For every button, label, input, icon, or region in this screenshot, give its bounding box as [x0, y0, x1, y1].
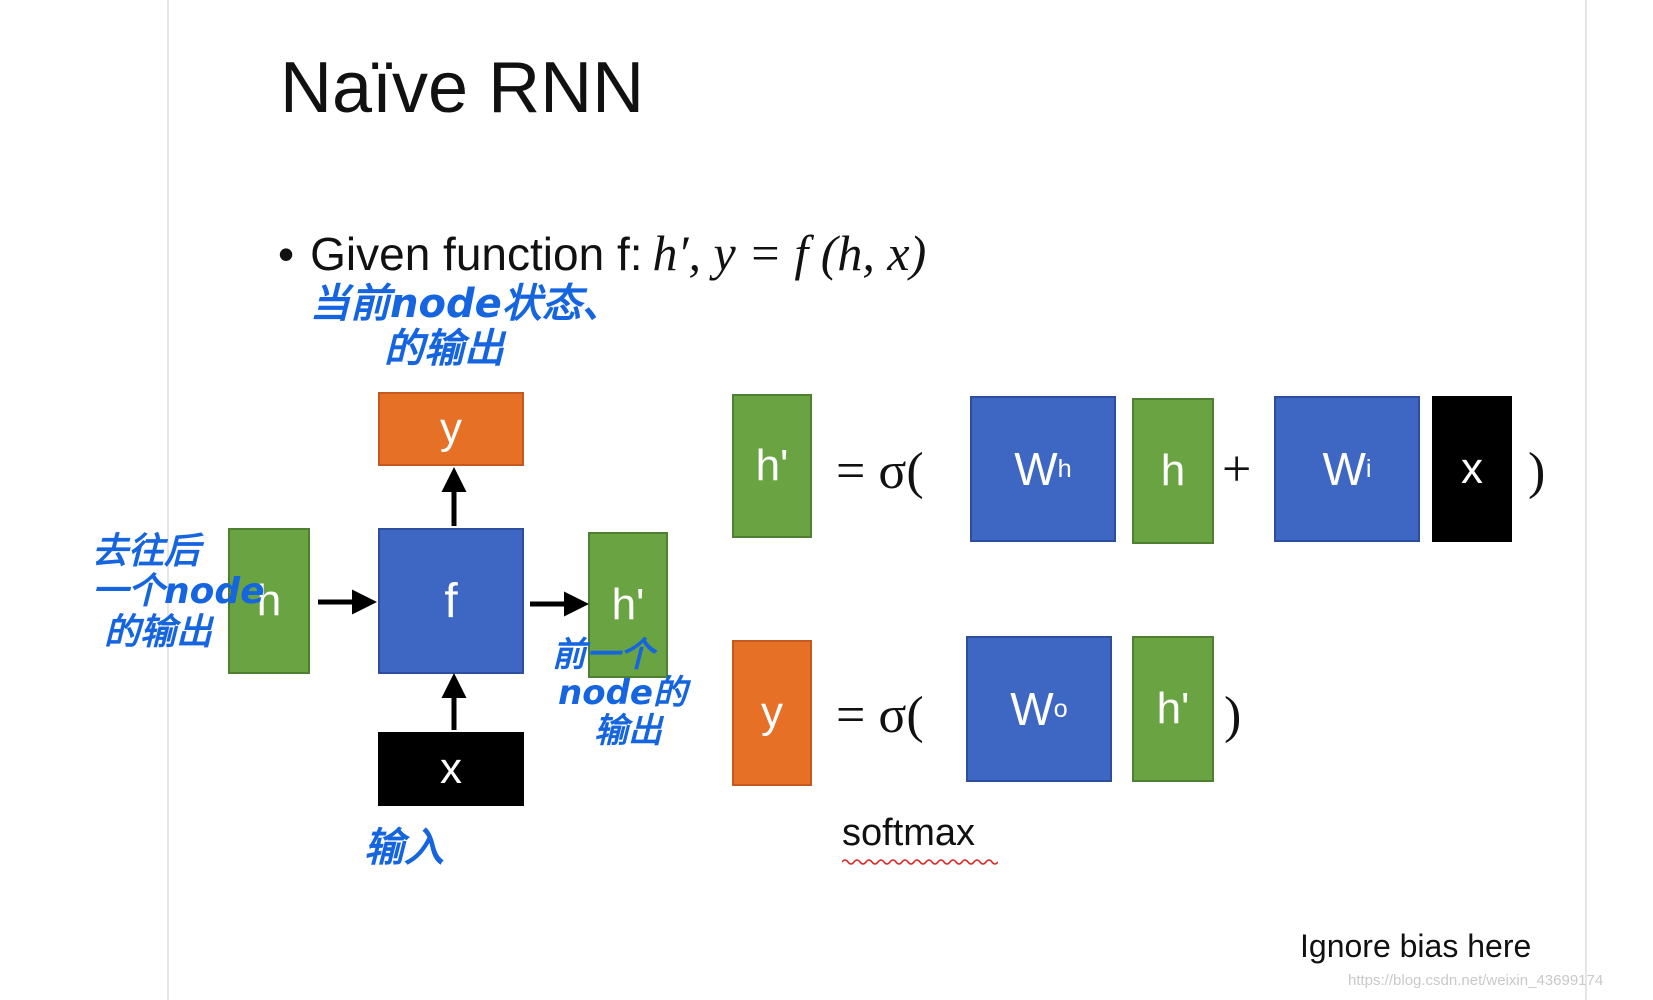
slide-right-edge — [1585, 0, 1587, 1000]
eq2-y-block: y — [732, 640, 812, 786]
annotation-to-next-node-line2: 一个node — [92, 571, 265, 613]
eq2-wo-base: W — [1010, 683, 1054, 735]
output-h-prime-label: h' — [611, 580, 645, 629]
annotation-input: 输入 — [364, 825, 444, 871]
ignore-bias-note: Ignore bias here — [1300, 928, 1532, 964]
input-x-block: x — [378, 732, 524, 806]
output-y-label: y — [440, 404, 462, 453]
eq1-plus: + — [1222, 441, 1252, 498]
eq1-h-block: h — [1132, 398, 1214, 544]
eq1-h-prime-label: h' — [755, 441, 789, 490]
eq1-wi-sup: i — [1365, 454, 1372, 483]
eq1-h-label: h — [1160, 446, 1186, 495]
function-f-block: f — [378, 528, 524, 674]
spellcheck-squiggle — [842, 859, 998, 865]
slide-left-edge — [167, 0, 169, 1000]
softmax-label: softmax — [842, 812, 976, 854]
eq2-h-prime-label: h' — [1156, 684, 1190, 733]
eq1-wi-base: W — [1322, 443, 1366, 495]
eq1-h-prime-block: h' — [732, 394, 812, 538]
eq1-equals-sigma: = σ( — [836, 443, 924, 500]
output-y-block: y — [378, 392, 524, 466]
eq1-x-label: x — [1461, 444, 1483, 493]
eq1-wh-base: W — [1014, 443, 1058, 495]
eq1-close-paren: ) — [1528, 443, 1546, 500]
annotation-prev-node-output-line1: 前一个 — [552, 635, 654, 675]
input-h-label: h — [256, 576, 282, 625]
annotation-current-output-line2: 的输出 — [384, 325, 504, 372]
bullet-given-function: • Given function f:h′, y = f (h, x) — [278, 228, 926, 278]
annotation-to-next-node-line1: 去往后 — [92, 531, 201, 572]
eq1-wh-sup: h — [1057, 454, 1072, 483]
output-h-prime-block: h' — [588, 532, 668, 678]
input-x-label: x — [440, 744, 462, 793]
annotation-current-output: 当前node状态、 的输出 — [310, 282, 622, 372]
bullet-text: Given function f: — [310, 228, 643, 280]
annotation-current-output-line1: 当前node状态、 — [310, 281, 622, 327]
eq2-h-prime-block: h' — [1132, 636, 1214, 782]
annotation-prev-node-output-line2: node的 — [558, 673, 687, 714]
eq1-x-block: x — [1432, 396, 1512, 542]
annotation-prev-node-output-line3: 输出 — [594, 711, 662, 752]
bullet-formula: h′, y = f (h, x) — [652, 225, 927, 281]
annotation-prev-node-output: 前一个 node的 输出 — [548, 636, 687, 750]
annotation-to-next-node-line3: 的输出 — [104, 611, 213, 653]
eq2-wo-sup: o — [1053, 694, 1068, 723]
watermark: https://blog.csdn.net/weixin_43699174 — [1348, 972, 1604, 989]
eq2-equals-sigma: = σ( — [836, 687, 924, 744]
annotation-to-next-node: 去往后 一个node 的输出 — [92, 531, 265, 653]
slide-title: Naïve RNN — [280, 48, 645, 128]
bullet-dot: • — [278, 228, 295, 280]
function-f-label: f — [444, 574, 458, 628]
eq2-close-paren: ) — [1224, 687, 1242, 744]
eq2-y-label: y — [761, 688, 783, 737]
input-h-block: h — [228, 528, 310, 674]
